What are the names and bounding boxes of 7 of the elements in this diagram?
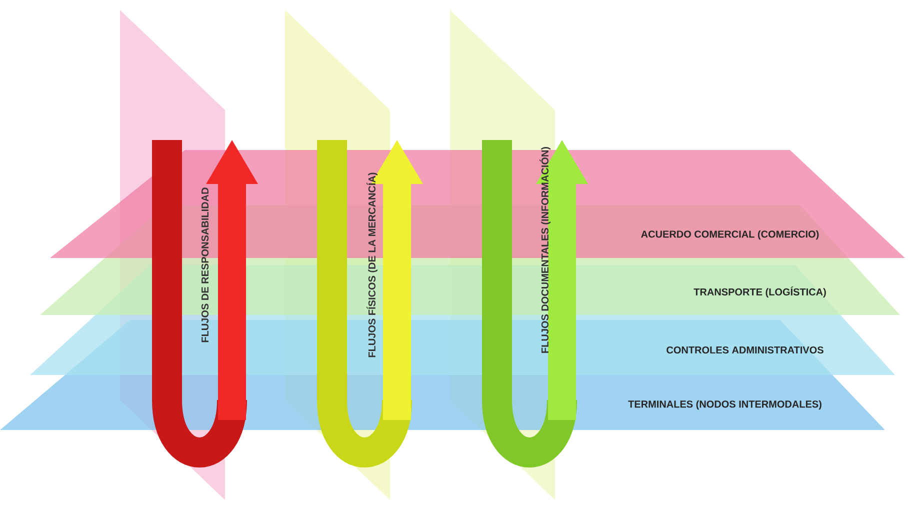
plane-label: FLUJOS DOCUMENTALES (INFORMACIÓN) <box>540 146 550 353</box>
plane-label: ACUERDO COMERCIAL (COMERCIO) <box>641 230 819 240</box>
plane-label: CONTROLES ADMINISTRATIVOS <box>666 346 824 354</box>
plane-label: TRANSPORTE (LOGÍSTICA) <box>694 286 826 298</box>
plane-label: TERMINALES (NODOS INTERMODALES) <box>628 400 822 410</box>
plane-label: FLUJOS DE RESPONSABILIDAD <box>201 188 209 342</box>
plane-label: FLUJOS FÍSICOS (DE LA MERCANCÍA) <box>366 172 378 358</box>
